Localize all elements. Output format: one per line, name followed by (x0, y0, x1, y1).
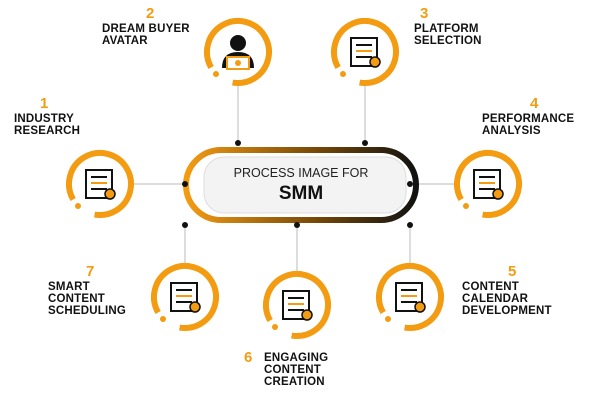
step-text: PERFORMANCE (482, 113, 575, 125)
step-number: 7 (86, 263, 95, 280)
connector-lines (132, 86, 456, 272)
connector-dots (182, 140, 413, 228)
step-text: SELECTION (414, 35, 482, 47)
report-chart-search-icon (66, 150, 134, 219)
step-text: DREAM BUYER (102, 23, 190, 35)
step-number: 3 (420, 5, 429, 22)
browser-calendar-icon (376, 263, 444, 331)
document-pen-icon (263, 271, 331, 339)
center-title-line2: SMM (278, 183, 324, 204)
step-text: RESEARCH (14, 125, 81, 137)
step-text: CALENDAR (462, 293, 529, 305)
step-text: CONTENT (48, 293, 105, 305)
step-number: 4 (530, 95, 539, 112)
step-text: CONTENT (462, 281, 519, 293)
step-number: 2 (146, 5, 155, 22)
step-text: DEVELOPMENT (462, 305, 552, 317)
center-pill (203, 156, 407, 214)
step-text: SMART (48, 281, 90, 293)
step-text: INDUSTRY (14, 113, 74, 125)
chart-magnifier-icon (454, 150, 522, 218)
center-title: PROCESS IMAGE FOR SMM (186, 150, 416, 220)
calendar-clock-icon (151, 263, 219, 331)
step-text: CONTENT (264, 364, 321, 376)
step-text: SCHEDULING (48, 305, 127, 317)
step-number: 6 (244, 349, 253, 366)
step-number: 1 (40, 95, 49, 112)
step-text: AVATAR (102, 35, 148, 47)
step-text: ANALYSIS (482, 125, 541, 137)
person-money-icon (204, 18, 272, 86)
center-title-line1: PROCESS IMAGE FOR (233, 166, 369, 180)
step-text: PLATFORM (414, 23, 479, 35)
step-text: ENGAGING (264, 352, 329, 364)
laptop-megaphone-icon (331, 18, 399, 86)
step-text: CREATION (264, 376, 325, 388)
step-number: 5 (508, 263, 517, 280)
